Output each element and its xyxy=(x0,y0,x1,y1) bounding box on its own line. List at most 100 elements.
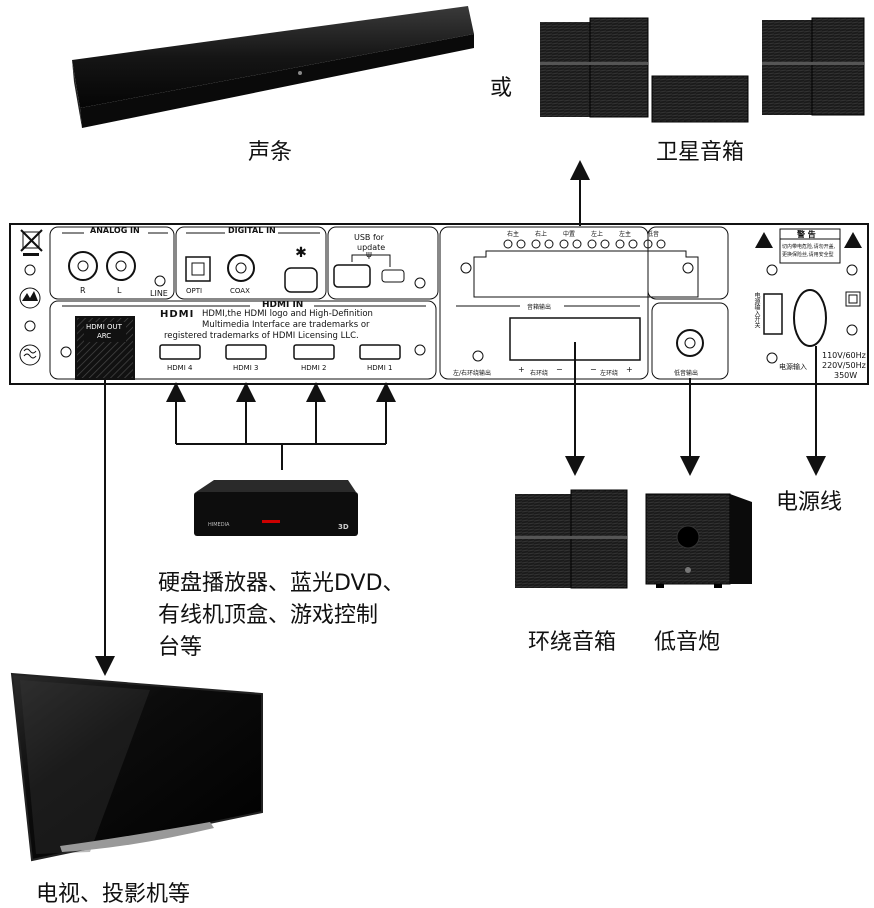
analog-in-section xyxy=(49,226,175,300)
hdmi-in-label: HDMI IN xyxy=(262,300,304,310)
digital-in-section xyxy=(175,226,327,300)
warning-text-line2: 更换保险丝,请用安全型 xyxy=(782,252,834,258)
usb-label-line2: update xyxy=(357,243,386,252)
hdmi-logo-icon: HDMI xyxy=(160,309,195,320)
hdmi-note-line2: Multimedia Interface are trademarks or xyxy=(202,320,370,330)
wattage: 350W xyxy=(834,371,858,380)
surround-speakers-image xyxy=(515,489,628,589)
weee-bin-icon xyxy=(20,229,43,256)
connection-arrows xyxy=(95,160,826,676)
screw-icon xyxy=(24,320,36,332)
analog-line-label: LINE xyxy=(150,289,168,298)
left-surround-minus: − xyxy=(590,365,597,374)
speaker-term-left-main: 左主 xyxy=(619,231,632,238)
speaker-term-right-top: 右上 xyxy=(535,231,548,238)
subwoofer-out-jack xyxy=(676,329,704,357)
digital-in-label: DIGITAL IN xyxy=(228,226,276,235)
fuse-holder xyxy=(845,291,861,307)
surround-caption: 环绕音箱 xyxy=(528,630,617,655)
mediabox-3d-badge: 3D xyxy=(338,523,349,531)
hdmi-3-label: HDMI 3 xyxy=(233,364,259,372)
speaker-term-center: 中置 xyxy=(563,231,576,238)
screw-icon xyxy=(682,262,694,274)
sources-caption-line1: 硬盘播放器、蓝光DVD、 xyxy=(158,571,405,596)
screw-icon xyxy=(24,264,36,276)
lightning-warning-icon xyxy=(844,232,862,248)
voltage-110: 110V/60Hz xyxy=(822,351,866,360)
hdmi-1-label: HDMI 1 xyxy=(367,364,393,372)
satellite-speakers-image xyxy=(540,17,865,123)
coax-jack xyxy=(227,254,255,282)
shock-warning-icon xyxy=(755,232,773,248)
power-in-label: 电源输入 xyxy=(779,363,807,371)
voltage-220: 220V/50Hz xyxy=(822,361,866,370)
speaker-terminals xyxy=(503,239,666,249)
line-jack xyxy=(154,275,166,287)
or-caption: 或 xyxy=(490,76,513,101)
screw-icon xyxy=(60,346,72,358)
left-surround-label: 左环绕 xyxy=(600,370,619,377)
screw-icon xyxy=(414,344,426,356)
hdmi-3-port xyxy=(225,344,267,360)
speaker-output-section xyxy=(439,226,649,380)
power-switch-label: 电源输入开关 xyxy=(753,292,760,328)
speaker-term-right-main: 右主 xyxy=(507,231,520,238)
power-inlet xyxy=(793,289,827,347)
power-cord-caption: 电源线 xyxy=(776,490,843,515)
screw-icon xyxy=(846,324,858,336)
screw-icon xyxy=(766,352,778,364)
tv-image xyxy=(10,672,263,862)
tv-caption: 电视、投影机等 xyxy=(36,882,191,907)
satellite-caption: 卫星音箱 xyxy=(656,140,745,165)
soundbar-image xyxy=(72,6,474,128)
warning-label xyxy=(779,228,841,264)
rear-panel: ✱ xyxy=(9,223,869,385)
coax-label: COAX xyxy=(230,287,250,295)
screw-icon xyxy=(472,350,484,362)
analog-r-jack xyxy=(68,251,98,281)
right-surround-label: 右环绕 xyxy=(530,370,549,377)
micro-usb-port xyxy=(381,269,405,283)
lr-surround-out-label: 左/右环绕输出 xyxy=(453,370,492,377)
warning-title: 警 告 xyxy=(797,230,816,239)
sources-caption-line2: 有线机顶盒、游戏控制 xyxy=(158,603,379,628)
sub-out-label: 低音输出 xyxy=(674,370,699,377)
hdmi-out-label-line1: HDMI OUT xyxy=(86,323,122,331)
screw-icon xyxy=(414,277,426,289)
media-player-image xyxy=(194,480,358,536)
usb-label-line1: USB for xyxy=(354,233,384,242)
analog-r-label: R xyxy=(80,286,86,295)
speaker-term-left-top: 左上 xyxy=(591,231,604,238)
speaker-term-sub: 低音 xyxy=(647,231,660,238)
sources-caption: 硬盘播放器、蓝光DVD、 有线机顶盒、游戏控制 台等 xyxy=(158,568,458,664)
tropical-mark-icon xyxy=(19,344,41,366)
opti-label: OPTI xyxy=(186,287,203,295)
bluetooth-icon: ✱ xyxy=(295,245,307,261)
soundbar-caption: 声条 xyxy=(248,140,293,165)
hdmi-2-port xyxy=(293,344,335,360)
screw-icon xyxy=(766,264,778,276)
bluetooth-antenna xyxy=(284,267,318,293)
left-surround-plus: + xyxy=(626,365,633,374)
right-surround-minus: − xyxy=(556,365,563,374)
usb-section xyxy=(327,226,439,300)
screw-icon xyxy=(460,262,472,274)
usb-icon: ψ xyxy=(366,250,372,260)
hdmi-note-line1: HDMI,the HDMI logo and High-Definition xyxy=(202,309,373,319)
subwoofer-caption: 低音炮 xyxy=(654,630,721,655)
usb-port xyxy=(333,264,371,288)
right-surround-plus: + xyxy=(518,365,525,374)
speaker-output-label: 音箱输出 xyxy=(527,304,552,311)
altitude-mark-icon xyxy=(19,287,41,309)
analog-l-label: L xyxy=(117,286,122,295)
hdmi-1-port xyxy=(359,344,401,360)
sources-caption-line3: 台等 xyxy=(158,635,203,660)
screw-icon xyxy=(846,264,858,276)
hdmi-4-label: HDMI 4 xyxy=(167,364,193,372)
analog-in-label: ANALOG IN xyxy=(90,226,140,235)
power-switch xyxy=(763,293,783,335)
optical-port xyxy=(185,256,211,282)
hdmi-out-label-line2: ARC xyxy=(97,332,112,340)
